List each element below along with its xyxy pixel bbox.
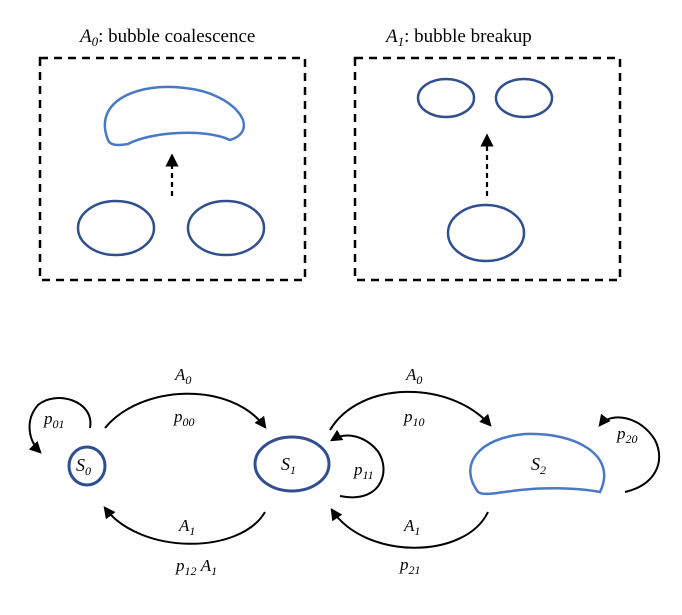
p12-subscript: 12 [184, 564, 197, 578]
breakup-action-symbol: A [386, 26, 398, 47]
label-p10: p10 [404, 408, 425, 428]
p12-extra-action-symbol: A [200, 556, 212, 575]
label-p12: p12 A1 [176, 557, 217, 577]
state-s2-label: S2 [531, 455, 546, 476]
label-a0-left: A0 [175, 366, 191, 386]
p00-symbol: p [174, 407, 183, 426]
p00-action-subscript: 0 [185, 373, 192, 387]
breakup-title-text: : bubble breakup [404, 26, 532, 47]
p10-action-symbol: A [406, 365, 417, 384]
p11-symbol: p [354, 460, 363, 479]
breakup-panel-frame [353, 56, 622, 282]
breakup-action-subscript: 1 [397, 34, 405, 49]
p10-subscript: 10 [412, 415, 425, 429]
split-bubble-right [494, 77, 554, 119]
p12-action-symbol: A [179, 516, 190, 535]
arrow-p00 [104, 392, 267, 429]
p12-symbol: p [176, 556, 185, 575]
arrow-p10 [329, 390, 492, 431]
p11-subscript: 11 [362, 468, 374, 482]
p12-action-subscript: 1 [189, 524, 196, 538]
p12-extra-action-subscript: 1 [211, 564, 218, 578]
p10-action-subscript: 0 [416, 373, 423, 387]
p21-action-symbol: A [404, 516, 415, 535]
coalescence-title: A0: bubble coalescence [80, 26, 255, 50]
merged-bubble-shape [103, 85, 245, 147]
label-p11: p11 [354, 461, 374, 481]
arrow-p12 [103, 506, 266, 545]
state-s0-subscript: 0 [85, 464, 91, 478]
label-a0-right: A0 [406, 366, 422, 386]
arrow-p20 [598, 413, 661, 493]
label-a1-left: A1 [179, 517, 195, 537]
label-p00: p00 [174, 408, 195, 428]
p21-subscript: 21 [408, 563, 421, 577]
p01-symbol: p [44, 409, 53, 428]
p01-subscript: 01 [52, 417, 65, 431]
bubble-right [186, 199, 266, 257]
label-p01: p01 [44, 410, 65, 430]
coalescence-action-symbol: A [80, 26, 92, 47]
label-p20: p20 [617, 425, 638, 445]
p21-symbol: p [400, 555, 409, 574]
arrow-p01 [28, 397, 92, 454]
state-s1-node [253, 435, 331, 493]
state-s2-subscript: 2 [540, 463, 546, 477]
state-s2-node [469, 432, 606, 496]
state-s0-node [67, 445, 107, 487]
split-bubble-left [416, 77, 476, 119]
parent-bubble [446, 203, 526, 263]
coalescence-title-text: : bubble coalescence [98, 26, 256, 47]
p20-subscript: 20 [625, 432, 638, 446]
p20-symbol: p [617, 424, 626, 443]
coalescence-action-subscript: 0 [91, 34, 99, 49]
state-s0-label: S0 [76, 456, 91, 477]
label-a1-right: A1 [404, 517, 420, 537]
p10-symbol: p [404, 407, 413, 426]
p00-action-symbol: A [175, 365, 186, 384]
state-s1-label: S1 [281, 455, 296, 476]
state-s1-symbol: S [281, 454, 290, 474]
p00-subscript: 00 [182, 415, 195, 429]
arrow-p11 [329, 429, 385, 499]
state-s2-symbol: S [531, 454, 540, 474]
p21-action-subscript: 1 [414, 524, 421, 538]
bubble-left [76, 199, 156, 257]
state-s1-subscript: 1 [290, 463, 296, 477]
coalescence-panel-frame [38, 56, 307, 282]
state-s0-symbol: S [76, 455, 85, 475]
arrow-p21 [330, 507, 489, 549]
breakup-title: A1: bubble breakup [386, 26, 532, 50]
label-p21: p21 [400, 556, 421, 576]
